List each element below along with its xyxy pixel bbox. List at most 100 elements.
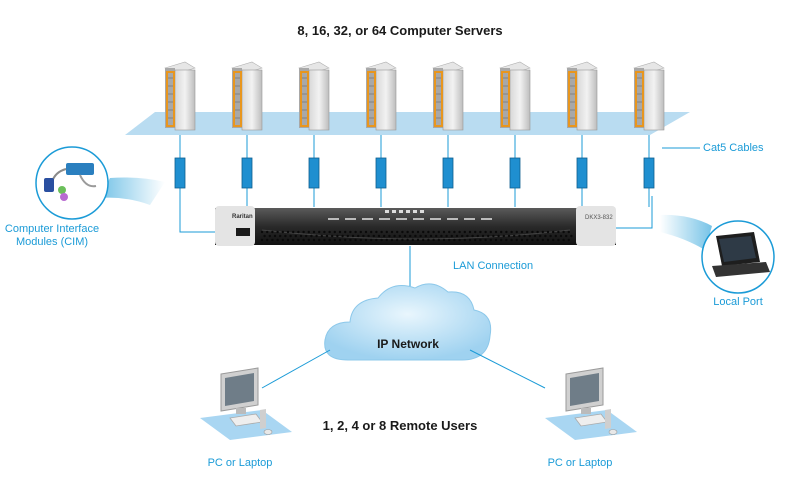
server-rack-icon bbox=[432, 61, 464, 131]
vent-hole bbox=[562, 238, 565, 242]
server-rack-icon bbox=[566, 61, 598, 131]
vent-hole bbox=[515, 238, 518, 242]
vent-hole bbox=[411, 230, 414, 234]
vent-hole bbox=[396, 230, 399, 234]
vent-hole bbox=[289, 234, 292, 238]
network-label: IP Network bbox=[377, 337, 439, 351]
vent-hole bbox=[406, 230, 409, 234]
vent-hole bbox=[541, 230, 544, 234]
vent-hole bbox=[344, 238, 347, 242]
server-rack-icon bbox=[164, 61, 196, 131]
vent-hole bbox=[536, 230, 539, 234]
vent-hole bbox=[427, 238, 430, 242]
vent-hole bbox=[307, 238, 310, 242]
vent-hole bbox=[453, 238, 456, 242]
vent-hole bbox=[552, 230, 555, 234]
vent-hole bbox=[354, 238, 357, 242]
vent-hole bbox=[266, 238, 269, 242]
vent-hole bbox=[393, 234, 396, 238]
vent-hole bbox=[549, 234, 552, 238]
vent-hole bbox=[541, 238, 544, 242]
cim-cable bbox=[308, 135, 320, 207]
cim-block bbox=[442, 157, 454, 189]
vent-hole bbox=[419, 234, 422, 238]
vent-hole bbox=[513, 234, 516, 238]
vent-hole bbox=[435, 234, 438, 238]
vent-hole bbox=[380, 238, 383, 242]
cim-cable bbox=[375, 135, 387, 207]
vent-hole bbox=[271, 230, 274, 234]
cim-block bbox=[174, 157, 186, 189]
vent-hole bbox=[422, 238, 425, 242]
vent-hole bbox=[323, 230, 326, 234]
vent-hole bbox=[442, 238, 446, 242]
vent-hole bbox=[310, 234, 313, 238]
server-rack-icon bbox=[633, 61, 665, 131]
vent-hole bbox=[437, 238, 440, 242]
vent-hole bbox=[307, 230, 310, 234]
port-indicator bbox=[447, 218, 458, 220]
vent-hole bbox=[388, 234, 391, 238]
vent-hole bbox=[281, 238, 284, 242]
vent-hole bbox=[401, 238, 404, 242]
vent-hole bbox=[367, 234, 370, 238]
cim-block bbox=[308, 157, 320, 189]
vent-hole bbox=[474, 238, 477, 242]
vent-hole bbox=[539, 234, 542, 238]
port-indicator bbox=[430, 218, 441, 220]
vent-hole bbox=[375, 238, 378, 242]
cim-block bbox=[241, 157, 253, 189]
cim-block bbox=[643, 157, 655, 189]
cim-label-line2: Modules (CIM) bbox=[15, 236, 89, 248]
led-indicator bbox=[420, 210, 424, 213]
vent-hole bbox=[359, 230, 362, 234]
remote-users-title: 1, 2, 4 or 8 Remote Users bbox=[322, 418, 478, 433]
vent-hole bbox=[396, 238, 399, 242]
vent-hole bbox=[359, 238, 362, 242]
led-indicator bbox=[385, 210, 389, 213]
vent-hole bbox=[546, 238, 550, 242]
kvm-switch-icon bbox=[215, 206, 616, 246]
vent-hole bbox=[292, 230, 295, 234]
vent-hole bbox=[489, 230, 492, 234]
servers-title: 8, 16, 32, or 64 Computer Servers bbox=[297, 23, 503, 38]
vent-hole bbox=[318, 230, 321, 234]
vent-hole bbox=[385, 230, 388, 234]
vent-hole bbox=[292, 238, 295, 242]
vent-hole bbox=[357, 234, 360, 238]
vent-hole bbox=[489, 238, 492, 242]
lan-label: LAN Connection bbox=[453, 260, 534, 272]
vent-hole bbox=[411, 238, 414, 242]
vent-hole bbox=[323, 238, 326, 242]
cables-label: Cat5 Cables bbox=[703, 142, 764, 154]
vent-hole bbox=[372, 234, 375, 238]
vent-hole bbox=[416, 230, 420, 234]
vent-hole bbox=[570, 234, 573, 238]
vent-hole bbox=[260, 230, 264, 234]
vent-hole bbox=[497, 234, 500, 238]
vent-hole bbox=[520, 238, 524, 242]
vent-hole bbox=[284, 234, 287, 238]
server-rack-icon bbox=[231, 61, 263, 131]
vent-hole bbox=[510, 230, 513, 234]
vent-hole bbox=[341, 234, 344, 238]
lcd-console-icon bbox=[712, 232, 770, 277]
server-rack-icon bbox=[365, 61, 397, 131]
port-indicator bbox=[464, 218, 475, 220]
switch-model: DKX3-832 bbox=[585, 215, 613, 221]
vent-hole bbox=[492, 234, 495, 238]
led-indicator bbox=[392, 210, 396, 213]
vent-hole bbox=[349, 230, 352, 234]
cim-block bbox=[375, 157, 387, 189]
vent-hole bbox=[333, 238, 336, 242]
vent-hole bbox=[333, 230, 336, 234]
vent-hole bbox=[286, 230, 290, 234]
pc-monitor-icon bbox=[545, 367, 637, 440]
vent-hole bbox=[390, 238, 394, 242]
vent-hole bbox=[422, 230, 425, 234]
cim-cable bbox=[174, 135, 186, 207]
vent-hole bbox=[432, 230, 435, 234]
vent-hole bbox=[479, 230, 482, 234]
port-indicator bbox=[345, 218, 356, 220]
vent-hole bbox=[276, 230, 279, 234]
